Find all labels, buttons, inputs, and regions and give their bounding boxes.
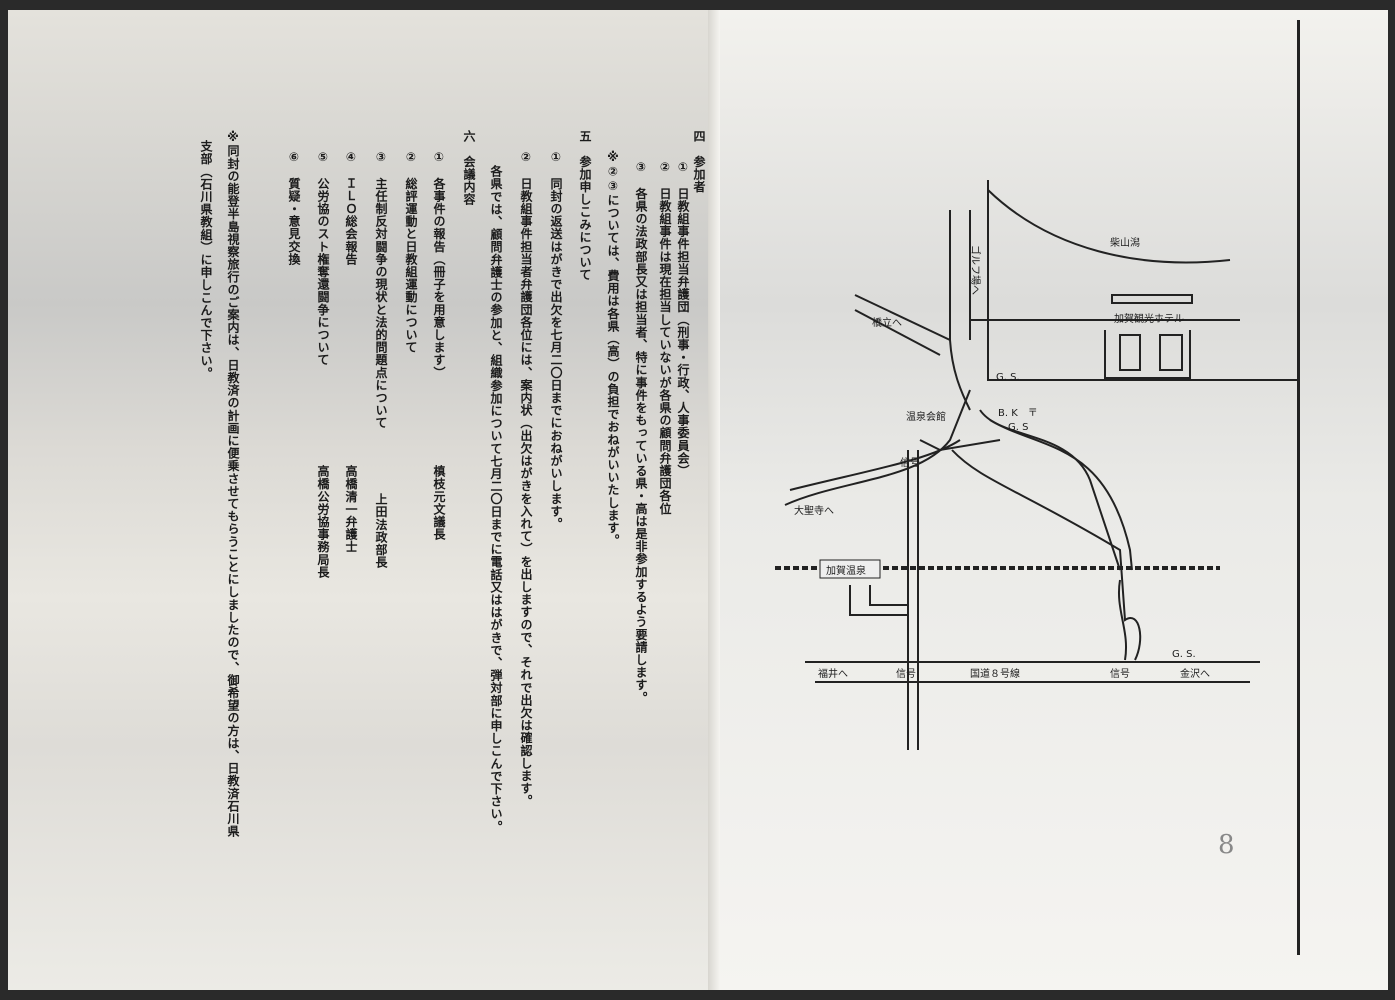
station-access-a bbox=[849, 585, 908, 616]
section4-item-2: ② 日教組事件は現在担当していないが各県の顧問弁護団各位 bbox=[658, 160, 672, 515]
label-gs-1: G. S. bbox=[996, 372, 1020, 383]
road-to-station-b bbox=[989, 419, 1133, 571]
label-signal-1: 信号 bbox=[900, 457, 920, 469]
building-a bbox=[1119, 334, 1141, 371]
label-golf: ゴルフ場へ bbox=[969, 245, 982, 295]
golf-road-left bbox=[949, 210, 971, 411]
station-box bbox=[819, 559, 881, 579]
binding-edge-line bbox=[1297, 20, 1300, 955]
page-gutter bbox=[708, 10, 720, 990]
section6-item-4: ④ ＩＬＯ総会報告 bbox=[344, 150, 358, 266]
station-access-b bbox=[869, 585, 908, 606]
section6-item-6: ⑥ 質疑・意見交換 bbox=[287, 150, 301, 266]
lake-shore-road bbox=[987, 180, 1300, 381]
right-page: 柴山潟 ゴルフ場へ 橋立へ 加賀観光ホテル G. S. 温泉会館 B. K 〒 … bbox=[720, 10, 1388, 990]
kanazawa-side-road-a bbox=[951, 449, 1142, 661]
label-hashitate: 橋立へ bbox=[872, 316, 902, 329]
page-number: 8 bbox=[1218, 830, 1235, 860]
section5-item-1: ① 同封の返送はがきで出欠を七月二〇日までにおねがいします。 bbox=[549, 150, 563, 530]
label-route8: 国道８号線 bbox=[970, 667, 1020, 680]
daishoji-road-b bbox=[789, 439, 961, 491]
label-station: 加賀温泉 bbox=[826, 564, 866, 577]
access-map: 柴山潟 ゴルフ場へ 橋立へ 加賀観光ホテル G. S. 温泉会館 B. K 〒 … bbox=[775, 180, 1300, 750]
label-kanazawa: 金沢へ bbox=[1180, 667, 1210, 680]
section6-speaker-5: 高橋公労協事務局長 bbox=[316, 465, 330, 579]
label-onsen-hall: 温泉会館 bbox=[906, 410, 946, 423]
left-page: 四 参加者 ① 日教組事件担当弁護団（刑事・行政、人事委員会） ② 日教組事件は… bbox=[8, 10, 708, 990]
hashitate-road-a bbox=[854, 294, 951, 341]
label-daishoji: 大聖寺へ bbox=[794, 504, 834, 517]
kanazawa-side-road-b bbox=[1118, 579, 1127, 661]
section4-heading: 四 参加者 bbox=[692, 130, 706, 193]
junction-road bbox=[919, 439, 1001, 452]
label-bank-post: B. K 〒 bbox=[998, 408, 1038, 419]
section5-item-2: ② 日教組事件担当者弁護団各位には、案内状（出欠はがきを入れて）を出しますので、… bbox=[519, 150, 533, 808]
building-b bbox=[1159, 334, 1183, 371]
section5-heading: 五 参加申しこみについて bbox=[578, 130, 592, 282]
section6-speaker-4: 高橋清一弁護士 bbox=[344, 465, 358, 554]
section6-item-5: ⑤ 公労協のスト権奪還闘争について bbox=[316, 150, 330, 367]
footnote-line-2: 支部（石川県教組）に申しこんで下さい。 bbox=[199, 140, 213, 380]
label-signal-2: 信号 bbox=[896, 668, 916, 680]
label-gs-2: G. S bbox=[1008, 422, 1028, 433]
section4-item-3: ③ 各県の法政部長又は担当者、特に事件をもっている県・高は是非参加するよう要請し… bbox=[634, 160, 648, 704]
section6-speaker-1: 槙枝元文議長 bbox=[432, 465, 446, 541]
daishoji-road-a bbox=[784, 389, 971, 506]
section4-item-1: ① 日教組事件担当弁護団（刑事・行政、人事委員会） bbox=[676, 160, 690, 477]
section6-item-2: ② 総評運動と日教組運動について bbox=[404, 150, 418, 354]
section4-note: ※②③については、費用は各県（高）の負担でおねがいいたします。 bbox=[606, 150, 620, 547]
label-gs-3: G. S. bbox=[1172, 649, 1196, 660]
label-signal-3: 信号 bbox=[1110, 668, 1130, 680]
scanned-document: 四 参加者 ① 日教組事件担当弁護団（刑事・行政、人事委員会） ② 日教組事件は… bbox=[8, 10, 1388, 990]
footnote-line-1: ※同封の能登半島視察旅行のご案内は、日教済の計画に便乗させてもらうことにしました… bbox=[226, 130, 240, 838]
road-to-station-a bbox=[979, 409, 1121, 571]
hotel-block bbox=[1104, 330, 1191, 379]
section6-speaker-3: 上田法政部長 bbox=[374, 493, 388, 569]
label-fukui: 福井へ bbox=[818, 667, 848, 680]
hotel-building bbox=[1111, 294, 1193, 304]
section5-item-3: 各県では、顧問弁護士の参加と、組織参加について七月二〇日までに電話又ははがきで、… bbox=[489, 165, 503, 833]
label-lake: 柴山潟 bbox=[1110, 236, 1140, 249]
section6-item-3: ③ 主任制反対闘争の現状と法的問題点について bbox=[374, 150, 388, 430]
section6-item-1: ① 各事件の報告（冊子を用意します） bbox=[432, 150, 446, 379]
section6-heading: 六 会議内容 bbox=[462, 130, 476, 206]
label-hotel: 加賀観光ホテル bbox=[1114, 312, 1184, 325]
hashitate-road-b bbox=[854, 309, 941, 356]
lake-shore bbox=[987, 189, 1231, 264]
